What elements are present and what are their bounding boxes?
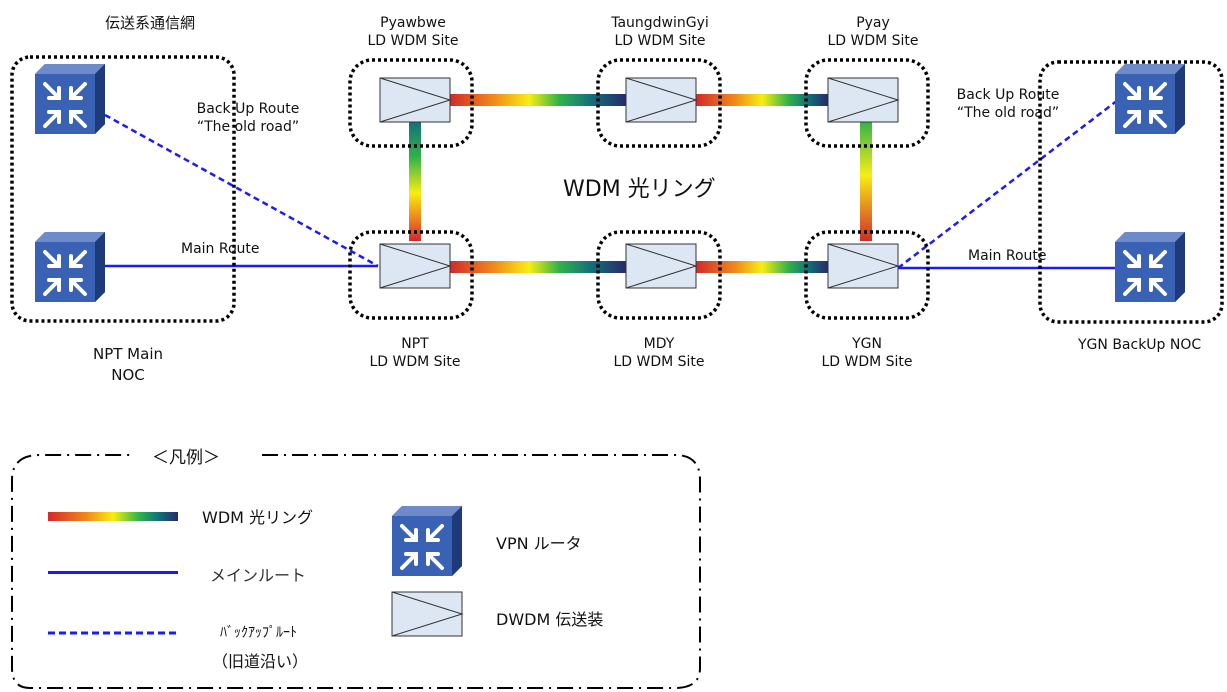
main-route-label-right: Main Route (968, 248, 1047, 264)
site-sub: LD WDM Site (369, 354, 461, 370)
noc-label-ygn-backup: YGN BackUp NOC (1078, 337, 1202, 353)
legend-main-route-sample-line (48, 571, 178, 574)
ring-link-pyawbwe-taungdwingyi (450, 94, 626, 106)
site-label-mdy: MDY LD WDM Site (604, 335, 714, 371)
vpn-router-icon (1113, 62, 1187, 136)
backup-route-label-right: Back Up Route “The old road” (948, 86, 1068, 122)
main-route-label-left: Main Route (181, 241, 260, 257)
legend-title: ＜凡例＞ (148, 443, 224, 468)
site-pyay-boundary (804, 58, 930, 148)
legend-wdm-ring-label: WDM 光リング (202, 508, 314, 527)
route-line1: Back Up Route (196, 101, 300, 117)
site-label-npt: NPT LD WDM Site (360, 335, 470, 371)
route-line2: “The old road” (196, 119, 300, 135)
backup-route-label-left: Back Up Route “The old road” (188, 100, 308, 136)
route-line2: “The old road” (956, 105, 1060, 121)
dwdm-device-icon (379, 243, 451, 289)
dwdm-device-icon (625, 77, 697, 123)
site-name: Pyay (856, 15, 890, 31)
ring-link-mdy-ygn (696, 261, 828, 273)
ring-link-pyawbwe-npt (409, 121, 421, 241)
ring-label: WDM 光リング (563, 177, 716, 202)
vpn-router-icon (33, 62, 107, 136)
route-line1: Back Up Route (956, 87, 1060, 103)
site-label-pyawbwe: Pyawbwe LD WDM Site (358, 14, 468, 50)
site-sub: LD WDM Site (614, 33, 706, 49)
site-label-pyay: Pyay LD WDM Site (818, 14, 928, 50)
legend-backup-route-label-1: ﾊﾞｯｸｱｯﾌﾟﾙｰﾄ (220, 625, 297, 641)
site-sub: LD WDM Site (367, 33, 459, 49)
site-name: NPT (401, 336, 429, 352)
vpn-router-icon (390, 504, 464, 578)
noc-ygn-boundary (1038, 60, 1224, 324)
site-sub: LD WDM Site (821, 354, 913, 370)
vpn-router-icon (1113, 230, 1187, 304)
dwdm-device-icon (391, 591, 463, 637)
site-ygn-boundary (804, 230, 930, 320)
site-taungdwingyi-boundary (596, 58, 722, 148)
legend-wdm-swatch-cover (48, 512, 178, 521)
site-name: Pyawbwe (380, 15, 446, 31)
site-name: MDY (643, 336, 675, 352)
noc-line2: NOC (111, 366, 145, 384)
ring-link-npt-mdy (450, 261, 626, 273)
legend-vpn-router-label: VPN ルータ (496, 534, 582, 553)
site-mdy-boundary (596, 230, 722, 320)
vpn-router-icon (33, 230, 107, 304)
site-label-ygn: YGN LD WDM Site (812, 335, 922, 371)
ring-link-pyay-ygn (860, 121, 872, 241)
dwdm-device-icon (827, 243, 899, 289)
dwdm-device-icon (827, 77, 899, 123)
legend-backup-route-label-2: （旧道沿い） (212, 652, 309, 671)
noc-line1: NPT Main (92, 345, 163, 363)
noc-npt-boundary (10, 55, 236, 323)
site-sub: LD WDM Site (613, 354, 705, 370)
legend-dwdm-label: DWDM 伝送装 (496, 610, 604, 629)
site-name: YGN (852, 336, 882, 352)
site-sub: LD WDM Site (827, 33, 919, 49)
backup-route-right (897, 99, 1119, 269)
noc-label-npt-main: NPT Main NOC (78, 344, 178, 386)
site-npt-boundary (348, 230, 474, 320)
dwdm-device-icon (379, 77, 451, 123)
legend-boundary (11, 454, 701, 689)
dwdm-device-icon (625, 243, 697, 289)
site-name: TaungdwinGyi (611, 15, 709, 31)
ring-link-taungdwingyi-pyay (696, 94, 828, 106)
diagram-title: 伝送系通信網 (105, 14, 196, 32)
site-label-taungdwingyi: TaungdwinGyi LD WDM Site (600, 14, 720, 50)
site-pyawbwe-boundary (348, 58, 474, 148)
backup-route-left (104, 113, 379, 268)
legend-wdm-swatch-mask (40, 565, 186, 583)
legend-main-route-label: メインルート (210, 566, 307, 585)
